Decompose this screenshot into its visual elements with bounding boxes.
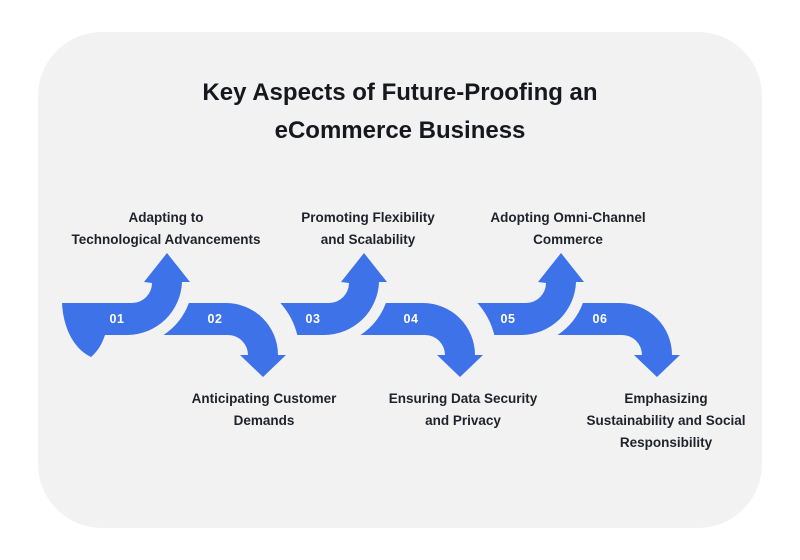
ribbon-segment-03-up-arrow [280,253,387,335]
step-label-01-line-1: Adapting to [128,210,204,225]
title-line-1: Key Aspects of Future-Proofing an [202,79,598,106]
step-number-05: 05 [501,312,516,326]
step-label-06-line-3: Responsibility [619,435,713,450]
ribbon-segment-04-down-arrow [360,303,483,377]
step-number-02: 02 [208,312,223,326]
title-line-2: eCommerce Business [274,117,526,144]
step-label-05-line-1: Adopting Omni-Channel [490,210,646,225]
step-number-06: 06 [593,312,608,326]
step-label-06-line-1: Emphasizing [624,391,708,406]
step-label-06-line-2: Sustainability and Social [586,413,746,428]
step-label-02: Anticipating Customer Demands [154,388,374,432]
step-label-03: Promoting Flexibility and Scalability [258,207,478,251]
step-number-01: 01 [110,312,125,326]
ribbon-segment-01-up-arrow [62,253,190,357]
ribbon-segment-02-down-arrow [163,303,286,377]
step-label-05-line-2: Commerce [533,232,603,247]
step-label-06: Emphasizing Sustainability and Social Re… [556,388,776,454]
ribbon-segment-05-up-arrow [477,253,584,335]
step-label-03-line-2: and Scalability [320,232,416,247]
step-label-04: Ensuring Data Security and Privacy [353,388,573,432]
step-label-01: Adapting to Technological Advancements [56,207,276,251]
step-label-04-line-2: and Privacy [425,413,501,428]
step-label-02-line-1: Anticipating Customer [191,391,337,406]
step-label-05: Adopting Omni-Channel Commerce [458,207,678,251]
step-label-01-line-2: Technological Advancements [71,232,261,247]
step-number-03: 03 [306,312,321,326]
step-label-02-line-2: Demands [233,413,295,428]
ribbon-segment-06-down-arrow [557,303,680,377]
page-title: Key Aspects of Future-Proofing an eComme… [38,74,762,150]
step-number-04: 04 [404,312,419,326]
step-label-04-line-1: Ensuring Data Security [388,391,538,406]
step-label-03-line-1: Promoting Flexibility [301,210,435,225]
